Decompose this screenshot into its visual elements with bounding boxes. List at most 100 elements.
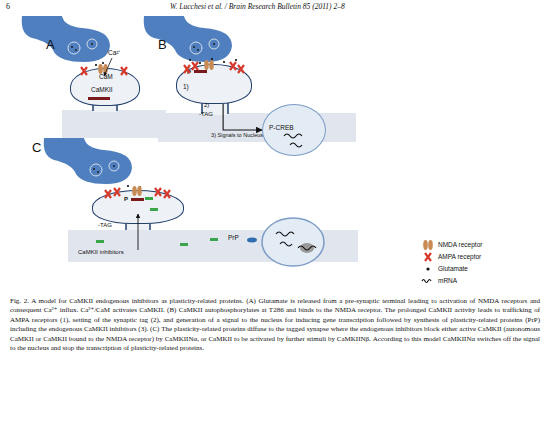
camkii-symbol bbox=[88, 97, 110, 100]
camkii-inhibitor bbox=[96, 240, 104, 243]
ampa-receptor bbox=[192, 62, 198, 70]
glutamate bbox=[189, 59, 191, 61]
mrna bbox=[280, 242, 292, 246]
vesicle-content bbox=[197, 49, 199, 51]
vesicle bbox=[190, 42, 202, 54]
panel-letter: B bbox=[158, 38, 167, 52]
plasticity-related-protein bbox=[247, 238, 257, 243]
diffusion-arrow bbox=[138, 214, 139, 250]
mrna bbox=[276, 134, 316, 250]
legend-sample bbox=[422, 280, 431, 283]
glutamate bbox=[211, 58, 213, 60]
legend-text: NMDA receptor bbox=[438, 241, 482, 248]
node-text: CaMKII inhibitors bbox=[78, 249, 124, 256]
mrna bbox=[284, 134, 302, 138]
postsynaptic-spine: P1)2)-TAG bbox=[176, 64, 252, 104]
glutamate bbox=[199, 62, 201, 64]
nmda-receptor bbox=[204, 60, 214, 70]
camkii-inhibitor bbox=[210, 238, 218, 241]
vesicle-content bbox=[91, 43, 93, 45]
mrna bbox=[276, 232, 294, 236]
ampa-receptor bbox=[184, 65, 190, 73]
calcium-influx-arrow bbox=[104, 58, 112, 76]
vesicle-content bbox=[113, 165, 115, 167]
camkii-inhibitor bbox=[180, 243, 188, 246]
legend-text: AMPA receptor bbox=[438, 253, 481, 260]
postsynaptic-spine: P-TAG bbox=[92, 190, 184, 224]
dendrite-shaft bbox=[158, 113, 356, 142]
camkii-inhibitor bbox=[150, 208, 158, 211]
vesicle bbox=[87, 39, 97, 49]
node-text: P bbox=[187, 69, 191, 76]
calcium-influx-arrow bbox=[104, 58, 112, 76]
vesicle bbox=[209, 39, 219, 49]
glutamate bbox=[102, 62, 104, 64]
spine-neck bbox=[93, 100, 228, 232]
ampa-receptor bbox=[81, 67, 87, 75]
edge-label: 3) Signals to Nucleus bbox=[211, 132, 263, 138]
camkii-symbol bbox=[131, 198, 144, 201]
nucleus: P-CREB bbox=[262, 104, 326, 156]
vesicle bbox=[109, 161, 119, 171]
dendrite-shaft: PrP CaMKII inhibitors bbox=[68, 230, 358, 262]
node-text: P-CREB bbox=[269, 124, 294, 131]
nmda-receptor bbox=[132, 186, 142, 196]
ampa-receptor bbox=[114, 188, 120, 196]
vesicle bbox=[90, 164, 102, 176]
vesicle-content bbox=[97, 171, 99, 173]
nucleus bbox=[300, 243, 314, 253]
legend-sample bbox=[423, 240, 433, 250]
ampa-receptor bbox=[121, 67, 127, 75]
glutamate bbox=[139, 186, 141, 188]
glutamate bbox=[127, 185, 129, 187]
vesicle-content bbox=[93, 168, 95, 170]
node-text: CaM bbox=[99, 73, 113, 80]
running-header: W. Lucchesi et al. / Brain Research Bull… bbox=[170, 3, 345, 11]
vesicle-content bbox=[71, 43, 215, 173]
ampa-receptor bbox=[238, 65, 244, 73]
plasticity-related-protein bbox=[247, 238, 257, 243]
ion-label: Ca²⁺ bbox=[108, 49, 120, 56]
nmda-receptor bbox=[98, 64, 108, 74]
vesicle bbox=[68, 42, 80, 54]
ampa-receptor bbox=[164, 190, 170, 198]
ampa-receptor bbox=[81, 62, 244, 198]
node-text: P bbox=[124, 196, 128, 203]
presynaptic-terminal bbox=[44, 138, 132, 184]
node-text: -TAG bbox=[98, 222, 112, 229]
camkii-inhibitor bbox=[96, 197, 218, 246]
dendrite-shaft bbox=[62, 110, 166, 138]
glutamate bbox=[95, 64, 97, 66]
legend-sample bbox=[425, 253, 431, 261]
ampa-receptor bbox=[105, 190, 111, 198]
diffusion-arrow bbox=[138, 214, 139, 250]
legend-text: Glutamate bbox=[438, 265, 468, 272]
nucleus bbox=[262, 218, 324, 266]
nucleus bbox=[262, 218, 324, 266]
node-text: 2) bbox=[204, 102, 209, 109]
page-number: 6 bbox=[6, 3, 10, 12]
presynaptic-terminal bbox=[144, 16, 232, 62]
glutamate bbox=[223, 61, 225, 63]
nmda-receptor bbox=[98, 60, 214, 196]
ampa-receptor bbox=[230, 62, 236, 70]
postsynaptic-spine: CaM CaMKII bbox=[70, 68, 140, 106]
mrna bbox=[290, 143, 302, 147]
panel-letter: A bbox=[46, 38, 55, 52]
node-text: 1) bbox=[183, 83, 189, 90]
node-text: CaMKII bbox=[91, 86, 113, 93]
camkii-inhibitor bbox=[145, 197, 153, 200]
vesicle-content bbox=[213, 43, 215, 45]
presynaptic-terminal bbox=[22, 16, 110, 62]
camkii-symbol bbox=[194, 70, 207, 73]
node-text: PrP bbox=[228, 234, 239, 241]
figure-caption: Fig. 2. A model for CaMKII endogenous in… bbox=[10, 297, 540, 353]
glutamate bbox=[235, 59, 237, 61]
legend-text: mRNA bbox=[438, 277, 457, 284]
mrna bbox=[298, 246, 316, 250]
camkii-symbol bbox=[88, 70, 207, 201]
vesicle-content bbox=[75, 49, 77, 51]
